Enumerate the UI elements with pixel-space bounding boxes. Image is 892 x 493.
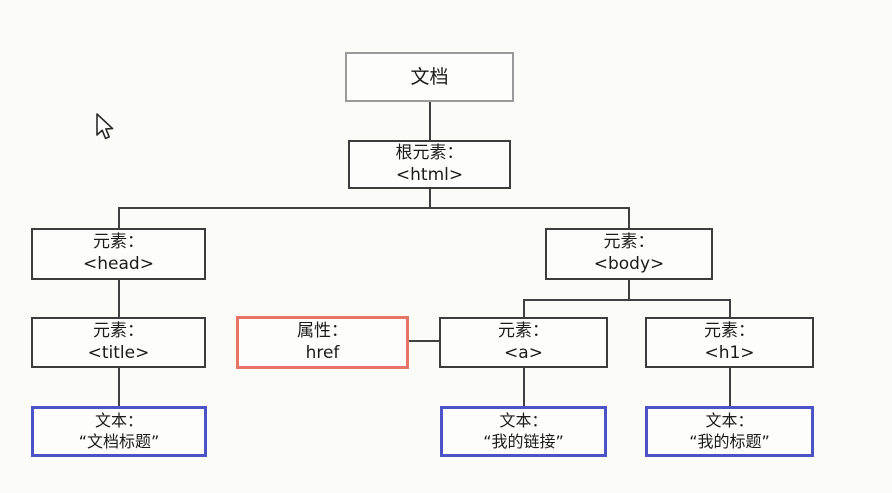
node-title[interactable]: 元素： <title> <box>31 317 206 368</box>
connector-bus-to-anchor <box>523 299 525 317</box>
connector-head-to-title <box>118 280 120 317</box>
node-anchor-line2: <a> <box>504 342 543 363</box>
node-root-html-line1: 根元素： <box>395 142 464 163</box>
node-body-line1: 元素： <box>603 232 655 253</box>
node-text-my-link-line1: 文本： <box>499 411 548 431</box>
node-text-my-link[interactable]: 文本： “我的链接” <box>440 406 607 457</box>
connector-title-to-text <box>118 368 120 407</box>
node-head-line2: <head> <box>83 254 154 274</box>
node-document[interactable]: 文档 <box>345 52 514 102</box>
node-href-attribute[interactable]: 属性： href <box>236 316 409 369</box>
connector-bus-to-body <box>628 207 630 228</box>
connector-html-bus <box>118 207 630 209</box>
node-text-doc-title[interactable]: 文本： “文档标题” <box>31 406 207 457</box>
mouse-pointer-icon <box>95 113 117 147</box>
node-root-html[interactable]: 根元素： <html> <box>348 140 511 189</box>
node-href-line2: href <box>305 342 340 363</box>
node-anchor-line1: 元素： <box>498 320 549 341</box>
node-text-doc-title-line2: “文档标题” <box>78 431 160 451</box>
connector-body-down <box>628 280 630 300</box>
node-text-doc-title-line1: 文本： <box>94 411 143 431</box>
connector-anchor-to-text <box>523 368 525 407</box>
connector-document-to-html <box>429 102 431 140</box>
node-body-line2: <body> <box>593 254 665 274</box>
connector-href-to-anchor <box>408 340 439 342</box>
node-title-line2: <title> <box>87 342 150 363</box>
node-body[interactable]: 元素： <body> <box>545 228 713 280</box>
node-h1-line2: <h1> <box>704 342 755 363</box>
node-title-line1: 元素： <box>93 320 144 341</box>
node-href-line1: 属性： <box>297 320 348 341</box>
connector-h1-to-text <box>729 368 731 407</box>
connector-body-bus <box>523 299 731 301</box>
connector-bus-to-h1 <box>729 299 731 317</box>
node-text-my-heading-line1: 文本： <box>705 411 754 431</box>
node-text-my-heading-line2: “我的标题” <box>689 431 770 451</box>
connector-html-down <box>429 189 431 208</box>
node-h1-line1: 元素： <box>704 320 755 341</box>
node-h1[interactable]: 元素： <h1> <box>645 317 814 368</box>
node-text-my-link-line2: “我的链接” <box>483 431 564 451</box>
connector-bus-to-head <box>118 207 120 228</box>
node-text-my-heading[interactable]: 文本： “我的标题” <box>645 406 814 457</box>
node-root-html-line2: <html> <box>395 164 464 185</box>
node-anchor[interactable]: 元素： <a> <box>439 317 608 368</box>
node-head-line1: 元素： <box>93 232 144 253</box>
node-head[interactable]: 元素： <head> <box>31 228 206 280</box>
node-document-line1: 文档 <box>410 65 449 88</box>
